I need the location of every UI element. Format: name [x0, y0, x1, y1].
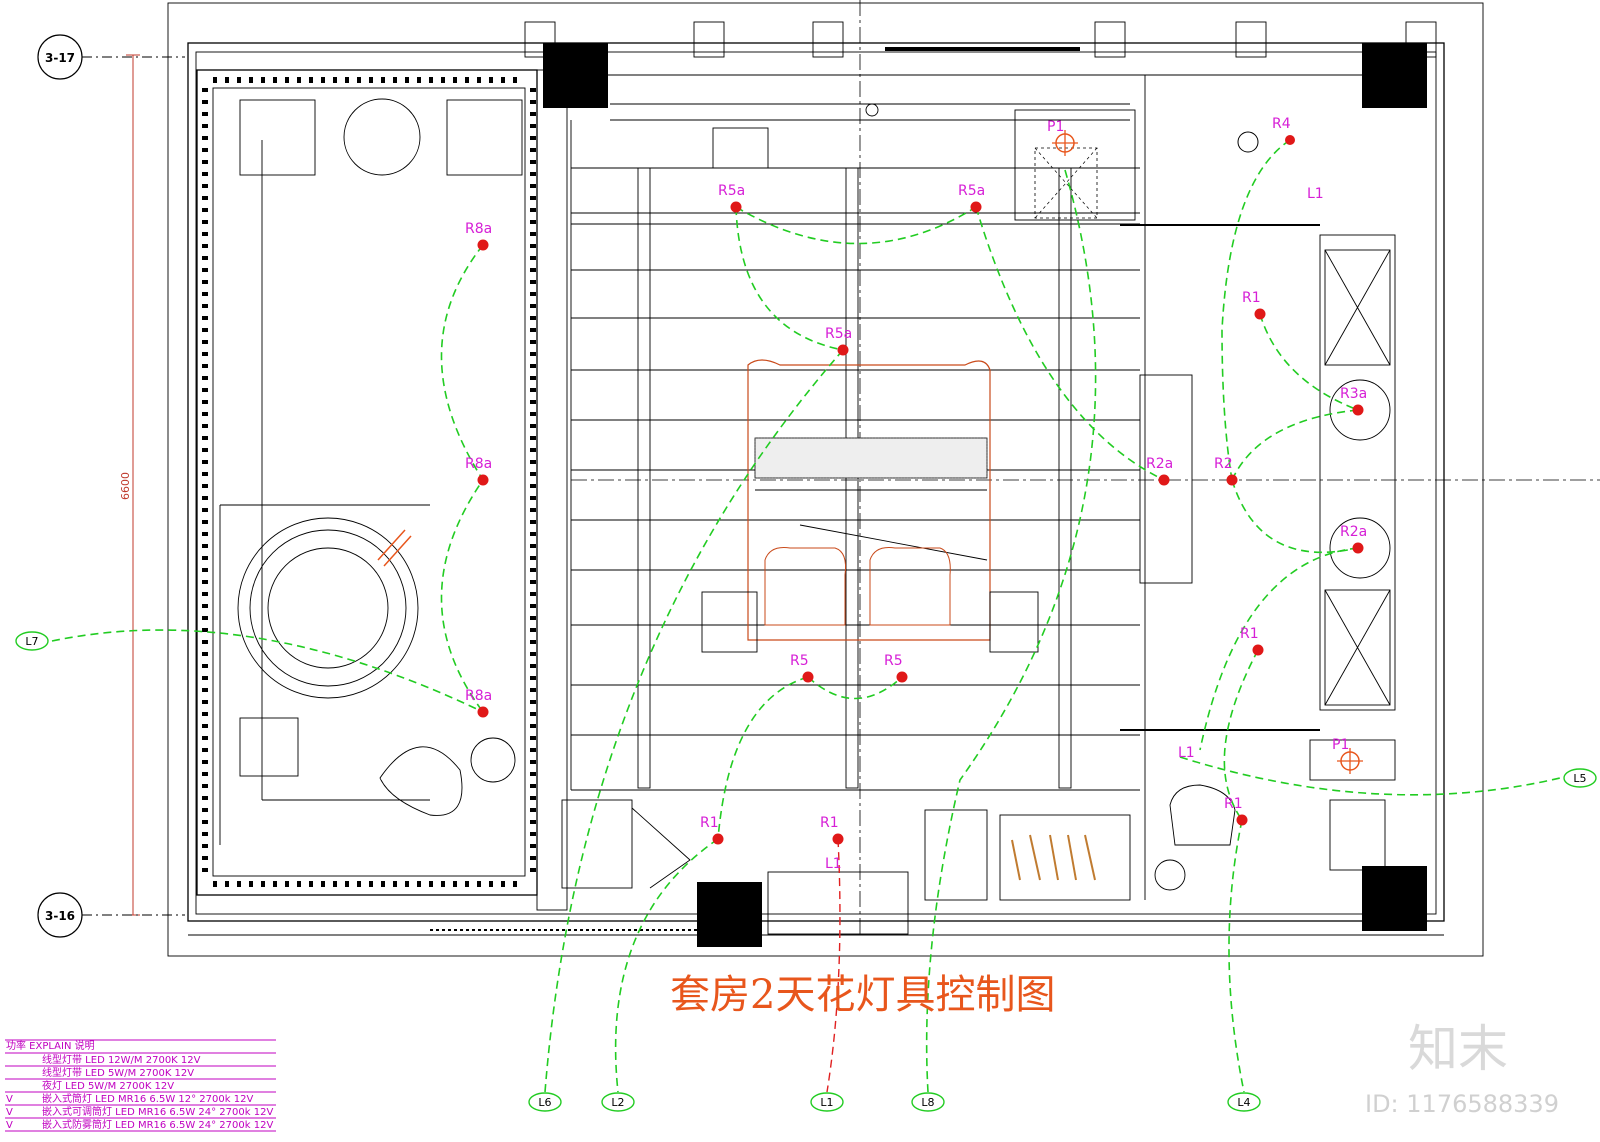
- fixture-label: R8a: [465, 456, 492, 472]
- circuit-tag-l4: L4: [1227, 1092, 1261, 1112]
- drawing-title: 套房2天花灯具控制图: [670, 972, 1055, 1018]
- legend-row: 嵌入式防雾筒灯 LED MR16 6.5W 24° 2700k 12V: [42, 1118, 273, 1131]
- fixture-r5a: R5a: [825, 326, 852, 356]
- fixture-r2a: R2a: [1340, 524, 1367, 554]
- fixture-p1: P1: [1332, 737, 1363, 774]
- fixture-legend: 功率 EXPLAIN 说明 线型灯带 LED 12W/M 2700K 12V线型…: [5, 1039, 276, 1132]
- switch-label: L1: [1178, 745, 1195, 761]
- fixture-label: R2a: [1146, 456, 1173, 472]
- circuit-tag-l6: L6: [528, 1092, 562, 1112]
- circuit-tag-l7: L7: [15, 631, 49, 651]
- fixture-label: P1: [1332, 737, 1349, 753]
- legend-row: 线型灯带 LED 5W/M 2700K 12V: [42, 1066, 194, 1079]
- fixture-r5a: R5a: [718, 183, 745, 213]
- circuit-tag-l1: L1: [810, 1092, 844, 1112]
- fixture-r8a: R8a: [465, 221, 492, 251]
- fixture-r3a: R3a: [1340, 386, 1367, 416]
- bed: [701, 359, 1193, 653]
- circuit-label: L8: [921, 1096, 934, 1109]
- legend-header: 功率 EXPLAIN 说明: [6, 1039, 95, 1052]
- fixture-label: P1: [1047, 119, 1064, 135]
- dimension-text: 6600: [119, 472, 132, 500]
- control-wiring: [51, 139, 1561, 1093]
- lower-cabinets: [561, 799, 1131, 935]
- circuit-tag-l8: L8: [911, 1092, 945, 1112]
- circuit-label: L1: [820, 1096, 833, 1109]
- watermark-id: ID: 1176588339: [1365, 1090, 1559, 1118]
- legend-row: 嵌入式筒灯 LED MR16 6.5W 12° 2700k 12V: [42, 1092, 253, 1105]
- fixture-label: R8a: [465, 221, 492, 237]
- bathroom: [1120, 75, 1396, 900]
- grid-label-top: 3-17: [45, 51, 75, 65]
- fixture-label: R1: [1224, 796, 1243, 812]
- legend-row: 嵌入式可调筒灯 LED MR16 6.5W 24° 2700k 12V: [42, 1105, 273, 1118]
- legend-row-prefix: V: [6, 1107, 13, 1118]
- fixture-label: R2: [1214, 456, 1233, 472]
- watermark-logo: 知末: [1408, 1020, 1508, 1078]
- fixture-r8a: R8a: [465, 688, 492, 718]
- fixture-r5: R5: [884, 653, 908, 683]
- fixture-label: R1: [700, 815, 719, 831]
- fixture-label: R1: [1242, 290, 1261, 306]
- fixture-label: R1: [1240, 626, 1259, 642]
- fixture-label: R4: [1272, 116, 1291, 132]
- fixture-r2: R2: [1214, 456, 1238, 486]
- lounge-furniture: [219, 98, 523, 845]
- fixture-r8a: R8a: [465, 456, 492, 486]
- circuit-tag-l5: L5: [1563, 768, 1597, 788]
- circuit-label: L6: [538, 1096, 551, 1109]
- switch-label: L1: [825, 856, 842, 872]
- fixture-label: R5a: [825, 326, 852, 342]
- fixture-label: R5a: [958, 183, 985, 199]
- fixture-r5a: R5a: [958, 183, 985, 213]
- legend-row-prefix: V: [6, 1120, 13, 1131]
- fixture-r2a: R2a: [1146, 456, 1173, 486]
- fixture-r4: R4: [1237, 116, 1295, 153]
- circuit-label: L2: [611, 1096, 624, 1109]
- legend-row: 线型灯带 LED 12W/M 2700K 12V: [42, 1053, 201, 1066]
- fixture-label: R2a: [1340, 524, 1367, 540]
- fixture-label: R5: [884, 653, 903, 669]
- grid-line-3-16: 3-16: [37, 892, 185, 938]
- circuit-tag-l2: L2: [601, 1092, 635, 1112]
- fixture-label: R5a: [718, 183, 745, 199]
- fixture-r1: R1: [1240, 626, 1264, 656]
- dimension-line: 6600: [119, 54, 140, 916]
- grid-line-3-17: 3-17: [37, 34, 185, 80]
- switch-label: L1: [1307, 186, 1324, 202]
- fixture-r1: R1: [700, 815, 724, 845]
- fixture-r5: R5: [790, 653, 814, 683]
- legend-row-prefix: V: [6, 1094, 13, 1105]
- fixture-p1: P1: [1047, 119, 1078, 156]
- fixture-r1: R1: [1242, 290, 1266, 320]
- bedroom-ceiling-grid: [570, 0, 1600, 935]
- drawing-frame: [167, 2, 1484, 957]
- circuit-label: L7: [25, 635, 38, 648]
- circuit-label: L5: [1573, 772, 1586, 785]
- fixture-label: R3a: [1340, 386, 1367, 402]
- fixture-label: R1: [820, 815, 839, 831]
- fixture-label: R5: [790, 653, 809, 669]
- fixture-r1: R1: [1224, 796, 1248, 826]
- grid-label-bottom: 3-16: [45, 909, 75, 923]
- legend-row: 夜灯 LED 5W/M 2700K 12V: [42, 1079, 174, 1092]
- fixture-label: R8a: [465, 688, 492, 704]
- circuit-label: L4: [1237, 1096, 1250, 1109]
- walls: [187, 21, 1445, 947]
- fixture-r1: R1: [820, 815, 844, 845]
